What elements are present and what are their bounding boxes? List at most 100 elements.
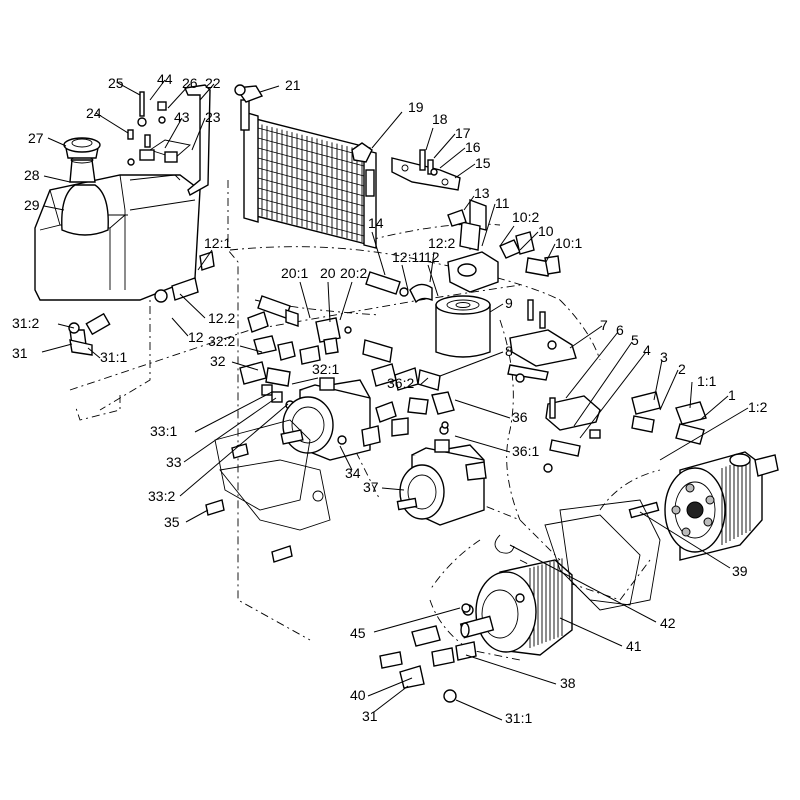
leader-line xyxy=(43,175,71,183)
oil-cooler xyxy=(234,84,377,249)
leader-line xyxy=(57,323,75,329)
leader-line xyxy=(499,225,515,247)
callout-35: 35 xyxy=(164,514,180,530)
valve-fittings xyxy=(247,295,393,365)
callout-32: 32 xyxy=(210,353,226,369)
leader-line xyxy=(419,377,429,386)
callout-5: 5 xyxy=(631,332,639,348)
callout-18: 18 xyxy=(432,111,448,127)
callout-34: 34 xyxy=(345,465,361,481)
leader-line xyxy=(259,85,280,93)
leader-line xyxy=(183,397,277,463)
leader-line xyxy=(439,147,466,169)
callout-25: 25 xyxy=(108,75,124,91)
callout-10: 10 xyxy=(538,223,554,239)
leader-line xyxy=(191,117,206,151)
leader-line xyxy=(299,281,311,319)
mount-plate xyxy=(391,149,461,191)
leader-line xyxy=(653,359,663,401)
leader-line xyxy=(291,377,319,385)
leader-line xyxy=(519,231,539,251)
leader-line xyxy=(167,83,191,109)
callout-33-2: 33:2 xyxy=(148,488,175,504)
callout-36-1: 36:1 xyxy=(512,443,539,459)
callout-29: 29 xyxy=(24,197,40,213)
snap-ring xyxy=(494,534,515,554)
callout-37: 37 xyxy=(363,479,379,495)
bolts xyxy=(205,443,293,563)
callout-7: 7 xyxy=(600,317,608,333)
callout-31-1b: 31:1 xyxy=(505,710,532,726)
leader-line xyxy=(639,511,731,569)
leader-lines xyxy=(41,79,749,721)
callout-22: 22 xyxy=(205,75,221,91)
leader-line xyxy=(509,544,657,623)
leader-line xyxy=(425,127,434,151)
leader-line xyxy=(185,509,209,523)
callout-33: 33 xyxy=(166,454,182,470)
callout-4: 4 xyxy=(643,342,651,358)
leader-line xyxy=(659,369,679,411)
leader-line xyxy=(659,407,749,461)
callout-17: 17 xyxy=(455,125,471,141)
callout-11: 11 xyxy=(495,195,510,211)
leader-line xyxy=(43,205,65,211)
callout-40: 40 xyxy=(350,687,366,703)
callout-20-2: 20:2 xyxy=(340,265,367,281)
fittings-36 xyxy=(371,363,455,437)
leader-line xyxy=(339,281,353,321)
tank-hardware xyxy=(127,91,167,166)
callout-12a: 12 xyxy=(424,249,440,265)
leader-line xyxy=(381,487,405,491)
callout-14: 14 xyxy=(368,215,384,231)
leader-line xyxy=(373,685,409,713)
leader-line xyxy=(371,111,403,149)
leader-line xyxy=(569,325,603,349)
callout-24: 24 xyxy=(86,105,102,121)
callout-41: 41 xyxy=(626,638,642,654)
leader-line xyxy=(194,391,273,433)
leader-line xyxy=(427,264,439,297)
callout-32-1: 32:1 xyxy=(312,361,339,377)
leader-line xyxy=(171,317,189,337)
oil-filter xyxy=(435,295,491,358)
callout-44: 44 xyxy=(157,71,173,87)
callout-20-1: 20:1 xyxy=(281,265,308,281)
leader-line xyxy=(87,347,101,359)
motor-fittings xyxy=(379,603,477,703)
callout-labels: 25 44 26 22 21 24 43 23 27 28 29 19 18 1… xyxy=(12,71,768,726)
leader-line xyxy=(327,281,331,323)
tank-outlet-fittings xyxy=(68,312,111,356)
callout-33-1: 33:1 xyxy=(150,423,177,439)
leader-line xyxy=(489,303,504,313)
leader-line xyxy=(455,699,503,721)
leader-line xyxy=(573,341,633,427)
filter-head xyxy=(447,198,561,293)
leader-line xyxy=(699,395,729,421)
callout-42: 42 xyxy=(660,615,676,631)
return-fittings xyxy=(154,251,433,304)
leader-line xyxy=(199,83,215,101)
valve-brackets xyxy=(507,299,707,473)
hydraulic-tank xyxy=(34,137,201,301)
callout-31-1a: 31:1 xyxy=(100,349,127,365)
callout-28: 28 xyxy=(24,167,40,183)
callout-21: 21 xyxy=(285,77,301,93)
leader-line xyxy=(481,203,496,247)
leader-line xyxy=(454,163,476,179)
leader-line xyxy=(231,361,259,371)
callout-12-2b: 12.2 xyxy=(208,310,235,326)
leader-line xyxy=(465,654,557,685)
drive-motor-upper xyxy=(628,451,779,561)
leader-line xyxy=(179,293,206,319)
leader-line xyxy=(117,82,141,96)
callout-31b: 31 xyxy=(362,708,378,724)
leader-line xyxy=(367,677,413,697)
leader-line xyxy=(164,117,183,149)
callout-10-1: 10:1 xyxy=(555,235,582,251)
leader-line xyxy=(339,445,353,471)
callout-39: 39 xyxy=(732,563,748,579)
callout-8: 8 xyxy=(505,343,513,359)
